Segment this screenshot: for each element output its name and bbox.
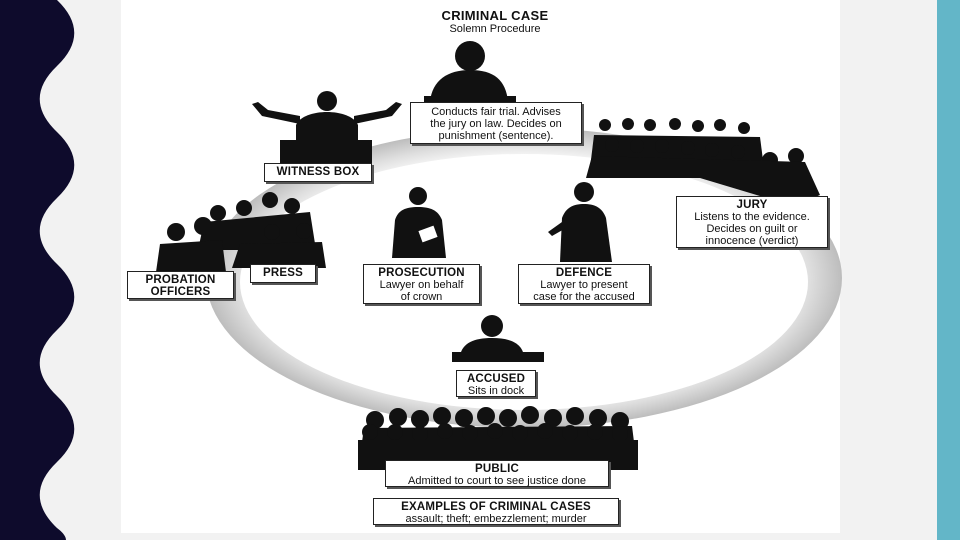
diagram-title: CRIMINAL CASE xyxy=(400,8,590,23)
witness-box-label: WITNESS BOX xyxy=(264,163,372,182)
diagram-subtitle: Solemn Procedure xyxy=(400,23,590,35)
accused-label: ACCUSED Sits in dock xyxy=(456,370,536,397)
judge-label: Conducts fair trial. Advises the jury on… xyxy=(410,102,582,144)
judge-figure xyxy=(424,41,516,102)
examples-label: EXAMPLES OF CRIMINAL CASES assault; thef… xyxy=(373,498,619,525)
prosecution-label: PROSECUTION Lawyer on behalf of crown xyxy=(363,264,480,304)
public-label: PUBLIC Admitted to court to see justice … xyxy=(385,460,609,487)
press-label: PRESS xyxy=(250,264,316,283)
jury-label: JURY Listens to the evidence. Decides on… xyxy=(676,196,828,248)
defence-label: DEFENCE Lawyer to present case for the a… xyxy=(518,264,650,304)
probation-officers-label: PROBATION OFFICERS xyxy=(127,271,234,299)
diagram-title-block: CRIMINAL CASE Solemn Procedure xyxy=(400,8,590,35)
